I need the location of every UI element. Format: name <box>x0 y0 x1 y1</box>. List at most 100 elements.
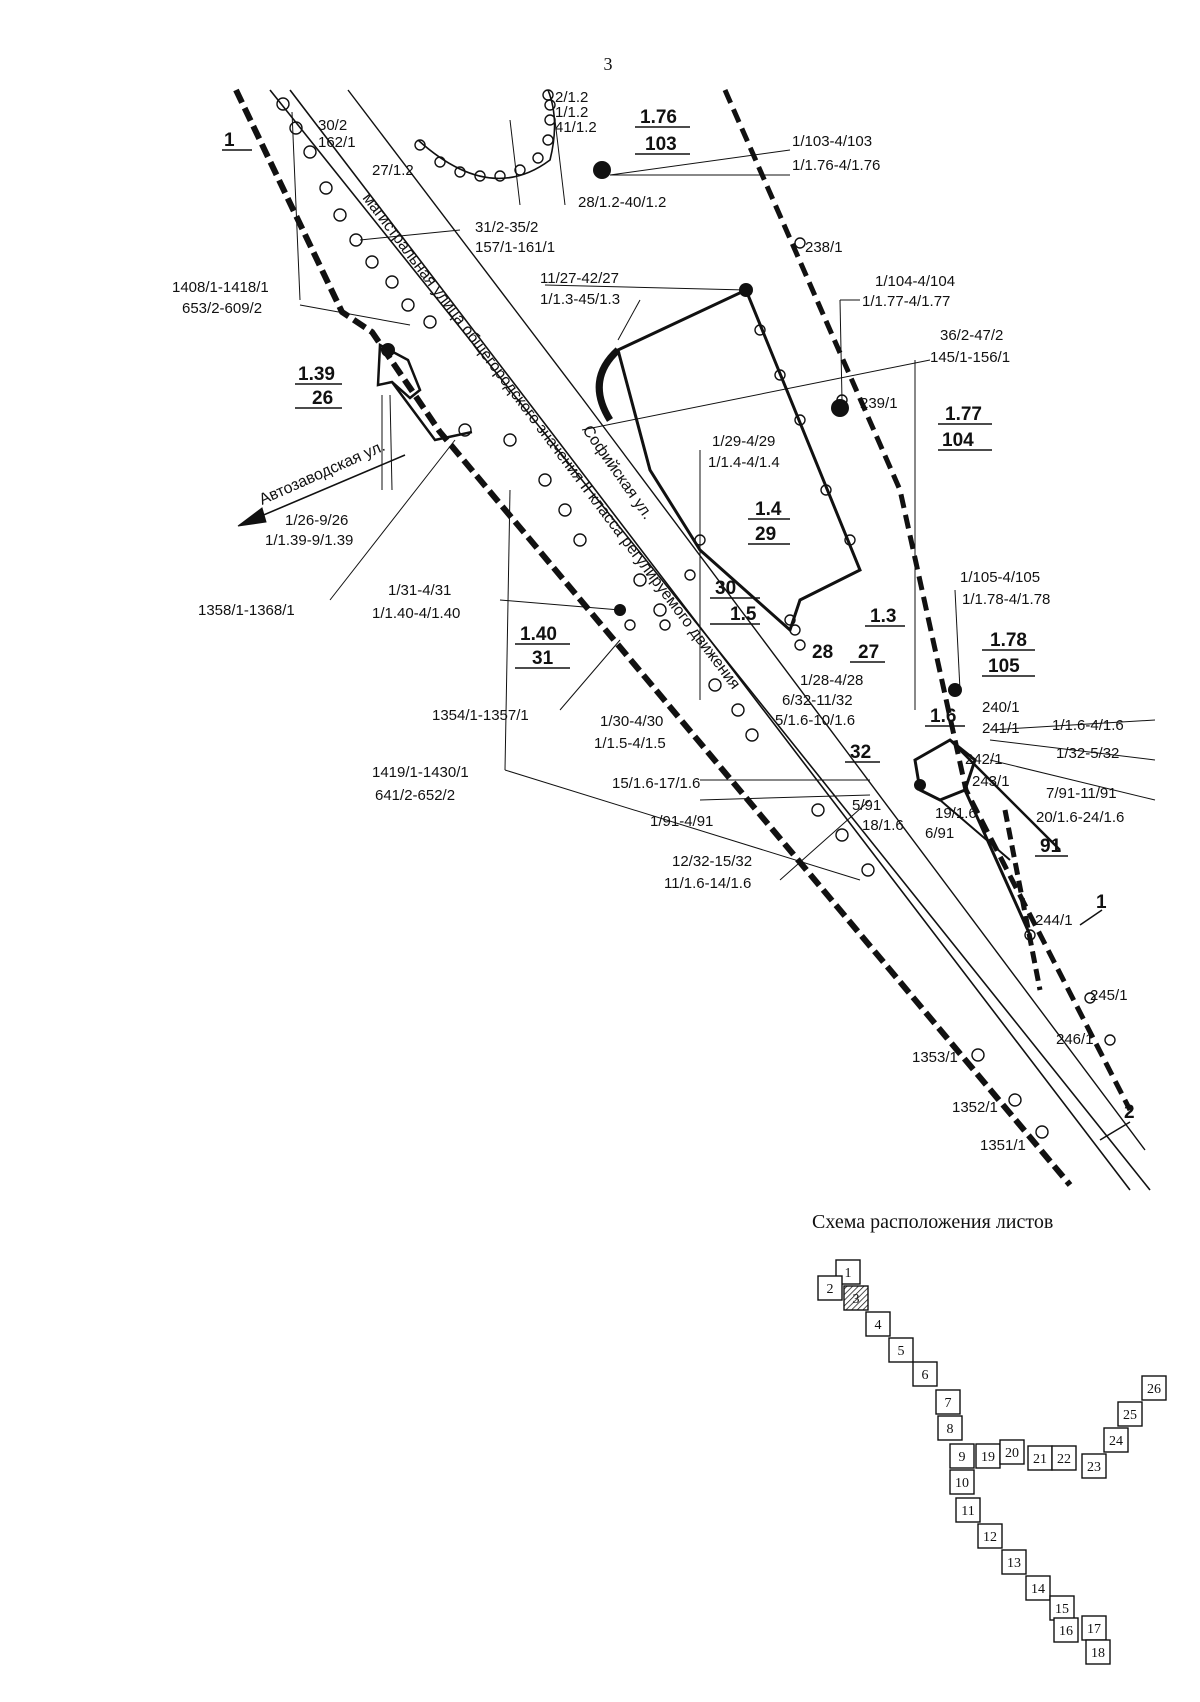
sheet-box <box>1027 1445 1053 1471</box>
svg-text:1358/1-1368/1: 1358/1-1368/1 <box>198 602 295 619</box>
point-labels: 2/1.2 1/1.2 41/1.2 30/2 162/1 27/1.2 28/… <box>172 89 1128 1154</box>
sheet-label: 16 <box>1059 1624 1073 1639</box>
sheet-box <box>817 1275 843 1301</box>
svg-text:30: 30 <box>715 578 736 599</box>
sheet-5: 5 <box>888 1337 914 1363</box>
sheet-label: 4 <box>875 1318 882 1333</box>
sheet-box <box>949 1443 975 1469</box>
svg-text:1/28-4/28: 1/28-4/28 <box>800 672 863 689</box>
sheet-box <box>999 1439 1025 1465</box>
sheet-15: 15 <box>1049 1595 1075 1621</box>
svg-text:1354/1-1357/1: 1354/1-1357/1 <box>432 707 529 724</box>
svg-text:30/2: 30/2 <box>318 117 347 134</box>
sheet-25: 25 <box>1117 1401 1143 1427</box>
sheet-17: 17 <box>1081 1615 1107 1641</box>
line-244 <box>963 789 1032 936</box>
sheet-box <box>1117 1401 1143 1427</box>
svg-text:242/1: 242/1 <box>965 751 1003 768</box>
sheet-label: 17 <box>1087 1622 1101 1637</box>
svg-text:1.78: 1.78 <box>990 630 1027 651</box>
svg-text:26: 26 <box>312 388 333 409</box>
sheet-14: 14 <box>1025 1575 1051 1601</box>
sheet-box <box>843 1285 869 1311</box>
street-avtozavodskaya: Автозаводская ул. <box>257 438 388 509</box>
road-line-b <box>289 89 1131 1191</box>
map-lines <box>222 88 1156 1191</box>
sheet-16: 16 <box>1053 1617 1079 1643</box>
svg-text:5/91: 5/91 <box>852 797 881 814</box>
sheet-box <box>949 1469 975 1495</box>
parcel-labels: 1.76 103 1.39 26 1.77 104 1.4 29 30 1.5 … <box>295 107 1068 857</box>
svg-text:1/26-9/26: 1/26-9/26 <box>285 512 348 529</box>
line-91 <box>949 739 1061 851</box>
svg-text:1352/1: 1352/1 <box>952 1099 998 1116</box>
svg-text:103: 103 <box>645 134 677 155</box>
svg-text:27: 27 <box>858 642 879 663</box>
filled-points <box>381 161 962 791</box>
parcel-1-39-tail <box>390 381 473 442</box>
svg-text:1/1.6-4/1.6: 1/1.6-4/1.6 <box>1052 717 1124 734</box>
svg-text:6/91: 6/91 <box>925 825 954 842</box>
svg-text:11/1.6-14/1.6: 11/1.6-14/1.6 <box>664 875 751 892</box>
parcel-1-3-outline <box>616 287 862 633</box>
sheet-4: 4 <box>865 1311 891 1337</box>
arc-1-3 <box>595 347 621 422</box>
svg-text:2/1.2: 2/1.2 <box>555 89 588 106</box>
svg-text:15/1.6-17/1.6: 15/1.6-17/1.6 <box>612 775 700 792</box>
sheet-label: 9 <box>959 1450 966 1465</box>
svg-text:238/1: 238/1 <box>805 239 843 256</box>
svg-text:1/103-4/103: 1/103-4/103 <box>792 133 872 150</box>
svg-text:104: 104 <box>942 430 974 451</box>
svg-text:1/1.5-4/1.5: 1/1.5-4/1.5 <box>594 735 666 752</box>
sheet-box <box>1081 1453 1107 1479</box>
sheet-box <box>955 1497 981 1523</box>
sheet-box <box>865 1311 891 1337</box>
svg-text:1/32-5/32: 1/32-5/32 <box>1056 745 1119 762</box>
svg-text:1/29-4/29: 1/29-4/29 <box>712 433 775 450</box>
sheet-3: 3 <box>843 1285 869 1311</box>
svg-text:653/2-609/2: 653/2-609/2 <box>182 300 262 317</box>
parcel-1-39 <box>376 342 422 400</box>
sheet-24: 24 <box>1103 1427 1129 1453</box>
sheet-label: 2 <box>827 1282 834 1297</box>
svg-text:28: 28 <box>812 642 833 663</box>
svg-text:1/31-4/31: 1/31-4/31 <box>388 582 451 599</box>
boundary-label-1-mid: 1 <box>1096 892 1107 913</box>
boundary-label-2: 2 <box>1124 1102 1135 1123</box>
svg-text:105: 105 <box>988 656 1020 677</box>
sheet-box <box>1049 1595 1075 1621</box>
sheet-20: 20 <box>999 1439 1025 1465</box>
sheet-label: 20 <box>1005 1446 1019 1461</box>
svg-text:27/1.2: 27/1.2 <box>372 162 414 179</box>
sheet-label: 5 <box>898 1344 905 1359</box>
sheet-2: 2 <box>817 1275 843 1301</box>
svg-text:91: 91 <box>1040 836 1062 857</box>
svg-text:1.39: 1.39 <box>298 364 335 385</box>
sheet-label: 21 <box>1033 1452 1047 1467</box>
svg-text:28/1.2-40/1.2: 28/1.2-40/1.2 <box>578 194 666 211</box>
sheet-26: 26 <box>1141 1375 1167 1401</box>
road-line-d <box>581 397 1146 1151</box>
svg-text:32: 32 <box>850 742 871 763</box>
sheet-box <box>888 1337 914 1363</box>
sheet-label: 24 <box>1109 1434 1123 1449</box>
line-1-6-sub <box>939 799 1011 861</box>
svg-text:1/1.39-9/1.39: 1/1.39-9/1.39 <box>265 532 353 549</box>
svg-text:1/104-4/104: 1/104-4/104 <box>875 273 955 290</box>
page-number: 3 <box>604 54 613 74</box>
svg-text:41/1.2: 41/1.2 <box>555 119 597 136</box>
svg-text:1/30-4/30: 1/30-4/30 <box>600 713 663 730</box>
svg-text:5/1.6-10/1.6: 5/1.6-10/1.6 <box>775 712 855 729</box>
svg-text:239/1: 239/1 <box>860 395 898 412</box>
sheet-label: 8 <box>947 1422 954 1437</box>
sheet-box <box>977 1523 1003 1549</box>
svg-text:1/1.76-4/1.76: 1/1.76-4/1.76 <box>792 157 880 174</box>
sheet-label: 15 <box>1055 1602 1069 1617</box>
svg-text:162/1: 162/1 <box>318 134 356 151</box>
svg-text:157/1-161/1: 157/1-161/1 <box>475 239 555 256</box>
sheet-label: 11 <box>961 1504 974 1519</box>
sheet-13: 13 <box>1001 1549 1027 1575</box>
sheet-22: 22 <box>1051 1445 1077 1471</box>
